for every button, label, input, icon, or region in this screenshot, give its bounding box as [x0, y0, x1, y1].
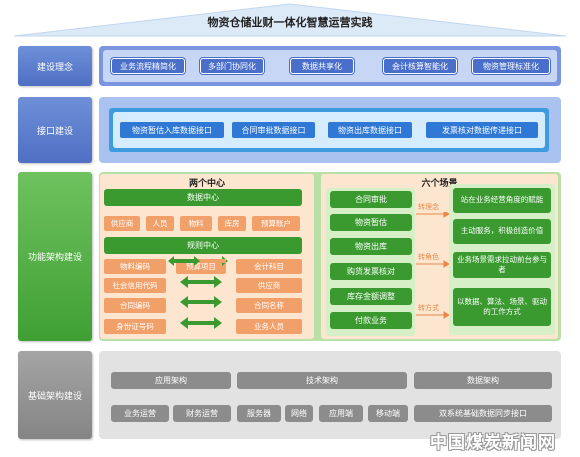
- concept-item: 多部门协同化: [200, 58, 264, 74]
- result-item: 以数据、算法、场景、驱动的工作方式: [453, 288, 551, 326]
- scene-item: 合同审批: [330, 191, 412, 208]
- arrow-icon: [168, 256, 200, 266]
- connector-label: 转方式: [418, 304, 439, 312]
- concept-item: 会计核算智能化: [383, 58, 457, 74]
- rule-left-item: 物料编码: [104, 259, 166, 274]
- data-item: 人员: [146, 216, 174, 231]
- double-arrow-icon: [180, 317, 222, 329]
- base-top-item: 应用架构: [111, 372, 231, 389]
- base-bottom-item: 移动端: [368, 405, 408, 422]
- concept-panel: 业务流程精简化 多部门协同化 数据共享化 会计核算智能化 物资管理标准化: [99, 46, 561, 86]
- base-bottom-item: 业务运营: [111, 405, 169, 422]
- rule-left-item: 合同编码: [104, 298, 166, 313]
- base-bottom-item: 服务器: [237, 405, 281, 422]
- rule-right-item: 供应商: [236, 278, 302, 293]
- roof-shape: [13, 3, 567, 37]
- connector-arrows: [416, 212, 450, 319]
- row-label-concept: 建设理念: [18, 46, 92, 86]
- data-item: 库房: [218, 216, 246, 231]
- concept-item: 业务流程精简化: [111, 58, 185, 74]
- double-arrow-icon: [180, 296, 222, 308]
- base-top-item: 数据架构: [414, 372, 552, 389]
- concept-item: 数据共享化: [290, 58, 354, 74]
- row-label-interface: 接口建设: [18, 97, 92, 163]
- rule-left-item: 身份证号码: [104, 319, 166, 334]
- base-bottom-item: 网络: [285, 405, 313, 422]
- rule-right-item: 会计科目: [236, 259, 302, 274]
- row-label-base: 基础架构建设: [18, 351, 92, 439]
- result-item: 主动服务，积极创造价值: [453, 219, 551, 244]
- scene-item: 付款业务: [330, 312, 412, 329]
- data-item: 预算账户: [252, 216, 300, 231]
- rule-left-item: 社会信用代码: [104, 278, 166, 293]
- interface-panel: 物资暂估入库数据接口 合同审批数据接口 物资出库数据接口 发票核对数据传递接口: [99, 97, 561, 163]
- result-item: 站在业务经营角度的赋能: [453, 188, 551, 213]
- result-item: 业务场景需求拉动前台参与者: [453, 252, 551, 278]
- data-item: 物料: [180, 216, 212, 231]
- data-item: 供应商: [104, 216, 140, 231]
- data-center-bar: 数据中心: [104, 189, 302, 206]
- base-top-item: 技术架构: [237, 372, 407, 389]
- interface-item: 发票核对数据传递接口: [425, 121, 539, 139]
- two-centers-title: 两个中心: [188, 179, 225, 189]
- six-scenes-title: 六个场景: [421, 179, 458, 189]
- row-label-function: 功能架构建设: [18, 172, 92, 341]
- mapping-arrows: [168, 256, 228, 329]
- interface-item: 合同审批数据接口: [231, 121, 316, 139]
- scene-item: 物资出库: [330, 238, 412, 255]
- concept-item: 物资管理标准化: [472, 58, 550, 74]
- page-title: 物资仓储业财一体化智慧运营实践: [207, 16, 373, 29]
- scene-item: 购货发票核对: [330, 263, 412, 280]
- rule-right-item: 合同名称: [236, 298, 302, 313]
- scene-item: 物资暂估: [330, 214, 412, 231]
- rule-center-bar: 规则中心: [104, 237, 302, 254]
- watermark: 中国煤炭新闻网: [430, 433, 556, 453]
- connector-label: 转角色: [418, 253, 439, 261]
- interface-item: 物资暂估入库数据接口: [119, 121, 225, 139]
- connector-label: 转理念: [418, 203, 439, 211]
- double-arrow-icon: [180, 276, 222, 288]
- base-bottom-item: 双系统基础数据同步接口: [414, 405, 552, 422]
- base-bottom-item: 应用端: [319, 405, 363, 422]
- base-panel: [99, 351, 561, 439]
- scene-item: 库存金额调整: [330, 288, 412, 305]
- base-bottom-item: 财务运营: [173, 405, 231, 422]
- rule-right-item: 业务人员: [236, 319, 302, 334]
- interface-item: 物资出库数据接口: [327, 121, 413, 139]
- arrow-icon: [222, 256, 228, 266]
